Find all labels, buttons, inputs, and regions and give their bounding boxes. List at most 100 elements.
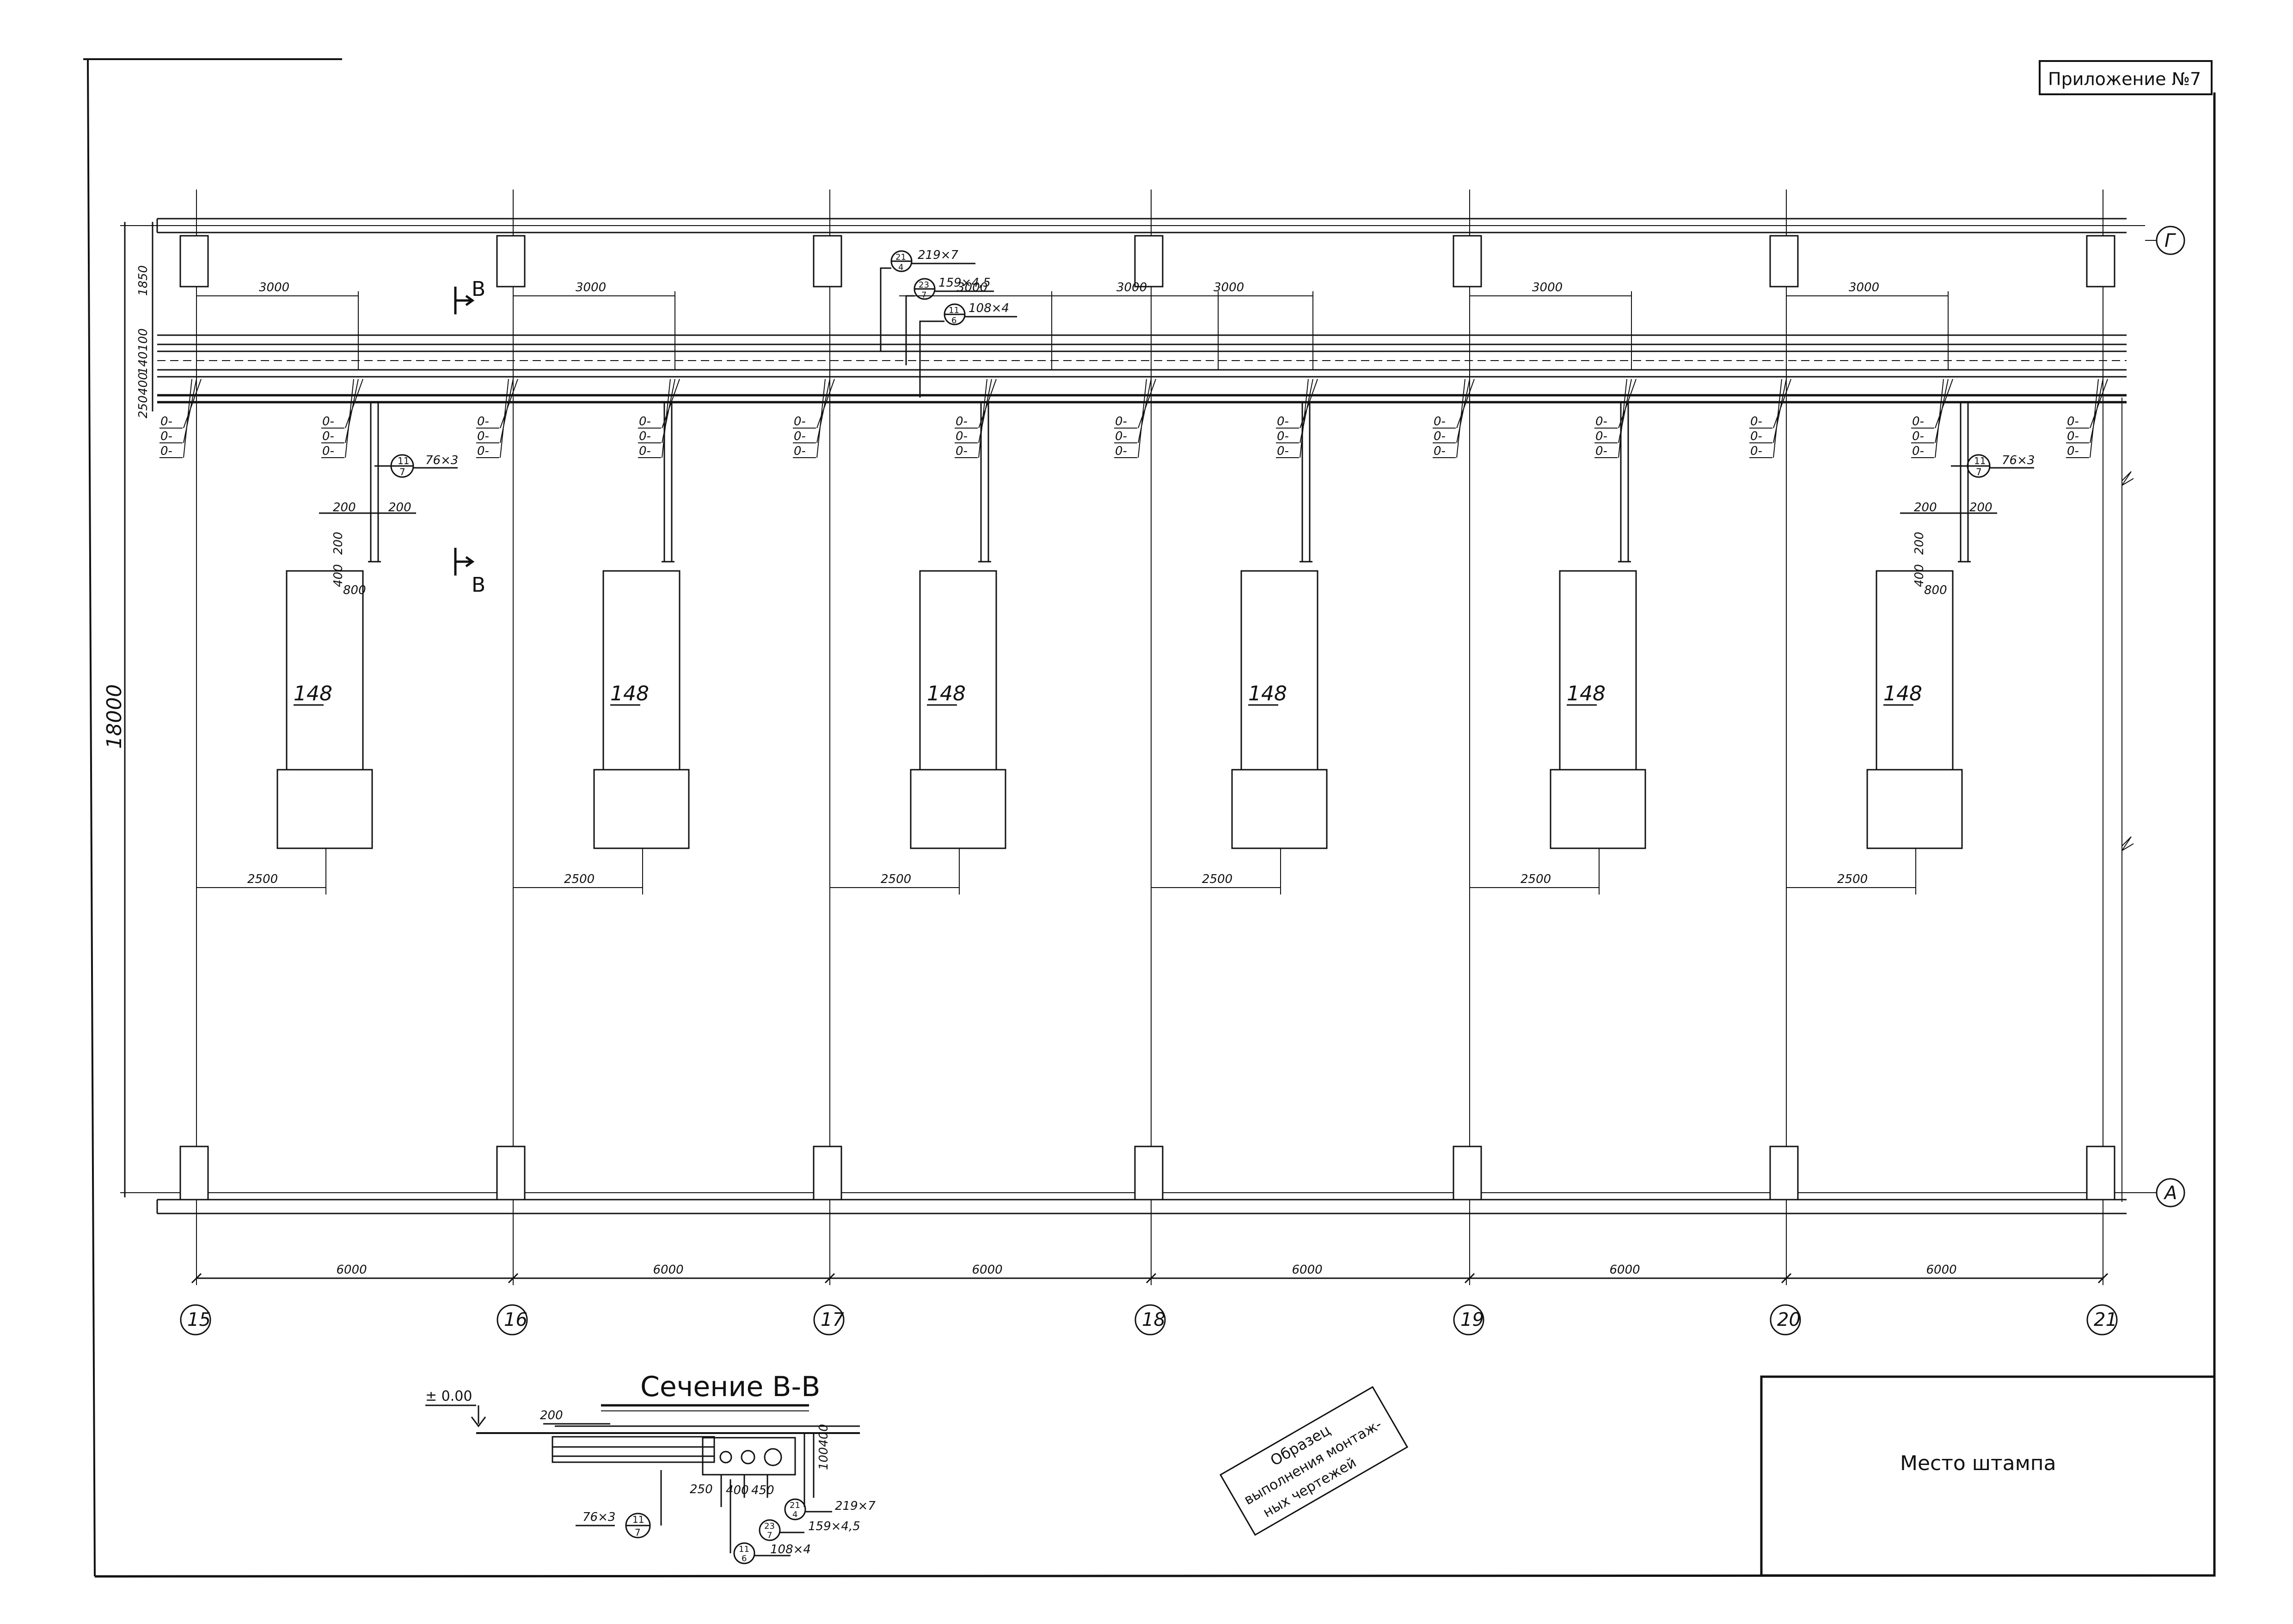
unit-base xyxy=(1231,769,1328,849)
valve-tag-leader xyxy=(1138,379,1152,443)
valve-tag: 0- xyxy=(1277,415,1289,429)
valve-tag-cluster: 0-0-0- xyxy=(793,379,835,458)
column-top xyxy=(496,235,526,288)
column-axis-label: 19 xyxy=(1460,1309,1484,1330)
valve-tag-leader xyxy=(345,379,354,458)
pipe-offset-dim: 3000 xyxy=(957,281,987,294)
unit-base xyxy=(910,769,1006,849)
svg-text:400: 400 xyxy=(817,1424,831,1447)
span-tick xyxy=(1146,1273,1157,1284)
valve-tag-cluster: 0-0-0- xyxy=(1594,379,1637,458)
break-mark xyxy=(2121,471,2134,486)
valve-tag: 0- xyxy=(160,429,172,443)
column-axis-label: 21 xyxy=(2094,1309,2117,1330)
pipe-21-size: 219×7 xyxy=(918,248,958,262)
svg-text:159×4,5: 159×4,5 xyxy=(808,1520,860,1533)
svg-text:11: 11 xyxy=(949,306,959,315)
valve-tag-leader xyxy=(183,379,192,458)
process-unit: 148 xyxy=(910,402,1006,849)
unit-body xyxy=(602,570,681,771)
valve-tag-leader xyxy=(1773,379,1782,458)
column-bottom xyxy=(1134,1146,1164,1201)
span-dimension: 6000 xyxy=(1610,1263,1640,1277)
valve-tag: 0- xyxy=(1912,415,1924,429)
valve-tag: 0- xyxy=(1912,429,1924,443)
side-dim-2: 100 xyxy=(136,328,150,351)
svg-text:200: 200 xyxy=(540,1409,563,1422)
unit-body xyxy=(1240,570,1318,771)
overall-dimension: 18000 xyxy=(103,684,126,749)
valve-tag: 0- xyxy=(322,429,334,443)
side-dim-5: 250 xyxy=(136,395,150,418)
column-axis-label: 20 xyxy=(1777,1309,1801,1330)
unit-body xyxy=(286,570,364,771)
valve-tag: 0- xyxy=(2067,444,2079,458)
column-bottom xyxy=(813,1146,842,1201)
svg-text:800: 800 xyxy=(343,583,366,597)
side-dim-4: 400 xyxy=(136,372,150,395)
svg-text:200: 200 xyxy=(388,501,411,515)
span-tick xyxy=(2097,1273,2109,1284)
valve-tag: 0- xyxy=(160,415,172,429)
unit-offset-dim: 2500 xyxy=(1520,872,1551,886)
svg-text:7: 7 xyxy=(399,466,405,478)
pipe-offset-dim: 3000 xyxy=(576,281,606,294)
column-top xyxy=(1769,235,1799,288)
valve-tag-cluster: 0-0-0- xyxy=(159,379,202,458)
svg-text:21: 21 xyxy=(790,1501,800,1510)
valve-tag-cluster: 0-0-0- xyxy=(2066,379,2108,458)
break-mark xyxy=(2121,836,2134,851)
unit-offset-dim: 2500 xyxy=(247,872,278,886)
valve-tag-leader xyxy=(1773,379,1791,429)
unit-label: 148 xyxy=(294,682,332,705)
appendix-label: Приложение №7 xyxy=(2048,69,2201,89)
valve-tag-leader xyxy=(662,379,671,458)
branch-callout-left xyxy=(319,454,458,514)
valve-tag: 0- xyxy=(477,429,489,443)
svg-text:200: 200 xyxy=(333,501,356,515)
svg-text:200: 200 xyxy=(1969,501,1993,515)
header-pipes: 0-0-0-0-0-0-0-0-0-0-0-0-0-0-0-0-0-0-0-0-… xyxy=(157,334,2127,458)
process-unit: 148 xyxy=(1231,402,1328,849)
side-dimension-chain: 18000 1850 100 140 400 250 xyxy=(103,222,153,1197)
span-dimension: 6000 xyxy=(972,1263,1003,1277)
valve-tag-cluster: 0-0-0- xyxy=(1276,379,1318,458)
valve-tag: 0- xyxy=(794,444,806,458)
valve-tag-cluster: 0-0-0- xyxy=(1749,379,1791,458)
column-bottom xyxy=(496,1146,526,1201)
pipe-offset-dim: 3000 xyxy=(1849,281,1879,294)
valve-tag: 0- xyxy=(1595,444,1607,458)
section-mark-top: В xyxy=(472,277,485,301)
valve-tag-leader xyxy=(1138,379,1156,429)
valve-tag-cluster: 0-0-0- xyxy=(1433,379,1475,458)
title-block: Место штампа xyxy=(1760,1375,2216,1577)
span-dimension: 6000 xyxy=(653,1263,684,1277)
svg-text:4: 4 xyxy=(792,1510,797,1520)
svg-text:11: 11 xyxy=(632,1514,644,1525)
unit-base xyxy=(1866,769,1963,849)
svg-text:21: 21 xyxy=(895,252,906,262)
valve-tag-leader xyxy=(1456,379,1475,429)
svg-text:7: 7 xyxy=(1976,466,1982,478)
valve-tag: 0- xyxy=(956,444,968,458)
svg-text:7: 7 xyxy=(921,290,926,300)
pipe-offset-dim: 3000 xyxy=(259,281,289,294)
svg-text:4: 4 xyxy=(898,263,903,272)
sample-stamp: Образец выполнения монтаж- ных чертежей xyxy=(1219,1386,1409,1536)
row-axis-label-top: Г xyxy=(2164,230,2176,251)
column-axis-label: 15 xyxy=(187,1309,211,1330)
valve-tag-leader xyxy=(1935,379,1944,458)
svg-text:6: 6 xyxy=(742,1554,747,1563)
valve-tag: 0- xyxy=(956,429,968,443)
column-axis-bubble xyxy=(813,1304,845,1336)
svg-text:250: 250 xyxy=(690,1483,713,1496)
valve-tag: 0- xyxy=(794,415,806,429)
process-unit: 148 xyxy=(593,402,690,849)
column-top xyxy=(179,235,209,288)
valve-tag-leader xyxy=(1456,379,1470,443)
svg-text:23: 23 xyxy=(919,280,929,290)
branch-size-left: 76×3 xyxy=(425,453,458,467)
valve-tag-leader xyxy=(500,379,509,458)
